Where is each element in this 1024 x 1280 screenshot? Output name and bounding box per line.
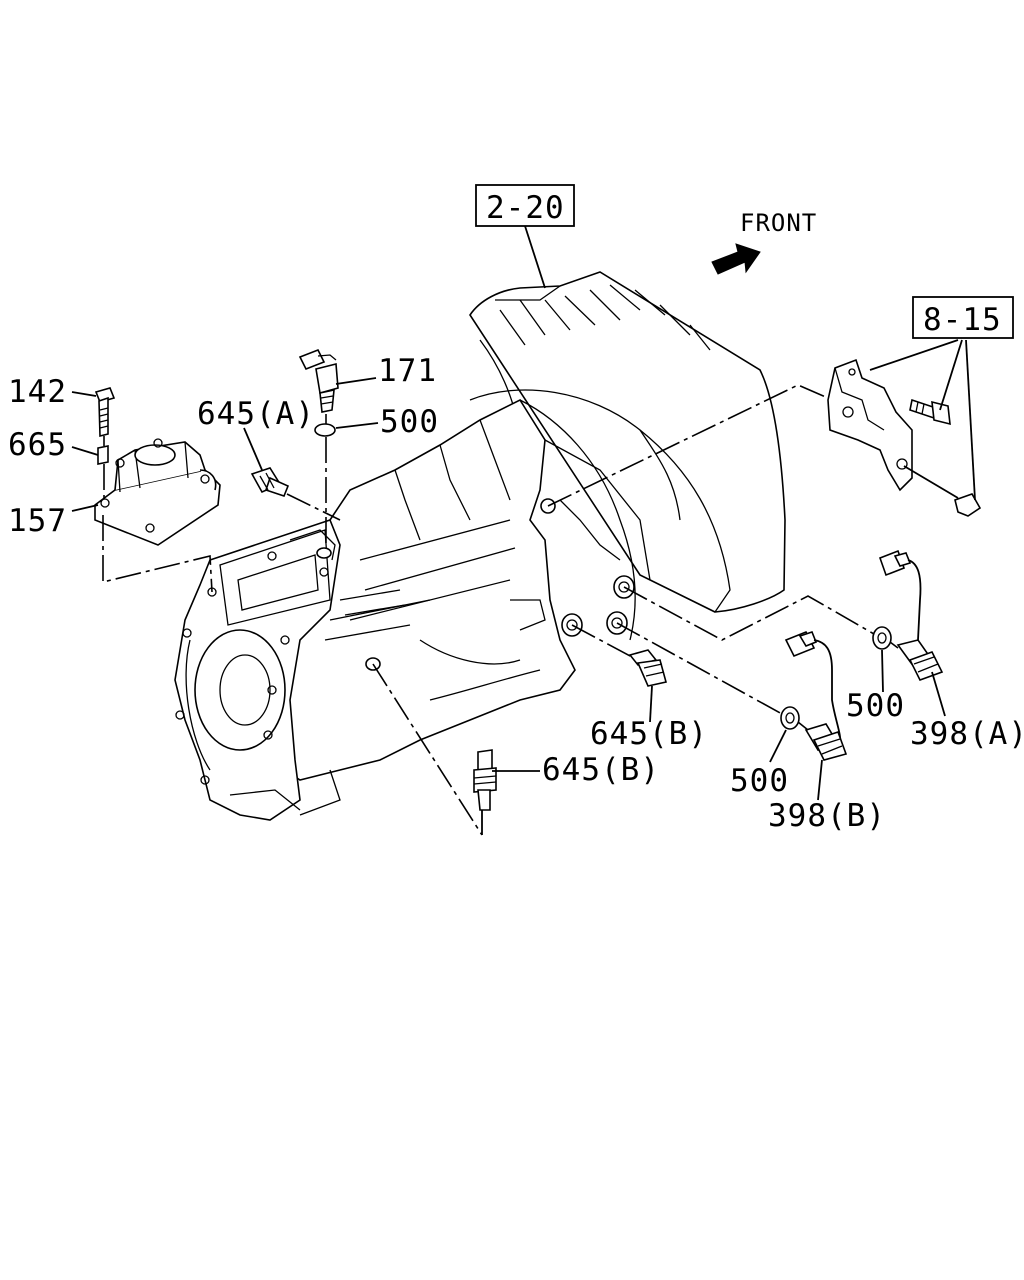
washer-500-low — [780, 706, 800, 730]
washer-500-right — [872, 626, 892, 650]
callout-142[interactable]: 142 — [8, 374, 67, 410]
callout-645b-mid[interactable]: 645(B) — [590, 716, 708, 752]
switch-171 — [298, 348, 339, 413]
callout-645a[interactable]: 645(A) — [197, 396, 315, 432]
front-label: FRONT — [740, 209, 817, 237]
transmission-housing — [174, 271, 786, 821]
bolt-142 — [94, 387, 116, 438]
reference-box-8-15[interactable]: 8-15 — [912, 296, 1014, 339]
top-cover-157 — [94, 438, 221, 546]
plug-645b-low — [473, 749, 497, 811]
leader-lines — [71, 225, 976, 801]
callout-500-right[interactable]: 500 — [846, 688, 905, 724]
reference-box-2-20[interactable]: 2-20 — [475, 184, 575, 227]
reference-label-2-20: 2-20 — [486, 190, 565, 226]
washer-500-top — [314, 423, 336, 437]
sensor-398b — [784, 630, 848, 761]
plug-645a — [250, 467, 290, 497]
plug-645b-mid — [628, 649, 667, 687]
callout-398b[interactable]: 398(B) — [768, 798, 886, 834]
callout-645b-low[interactable]: 645(B) — [542, 752, 660, 788]
reference-label-8-15: 8-15 — [923, 302, 1002, 338]
callout-171[interactable]: 171 — [378, 353, 437, 389]
assembly-lines — [102, 384, 899, 836]
bracket-8-15 — [827, 358, 982, 517]
callout-500-top[interactable]: 500 — [380, 404, 439, 440]
front-arrow-icon — [711, 243, 761, 275]
dowel-665 — [97, 445, 109, 465]
callout-665[interactable]: 665 — [8, 427, 67, 463]
callout-398a[interactable]: 398(A) — [910, 716, 1024, 752]
sensor-398a — [878, 549, 944, 681]
callout-157[interactable]: 157 — [8, 503, 67, 539]
callout-500-low[interactable]: 500 — [730, 763, 789, 799]
